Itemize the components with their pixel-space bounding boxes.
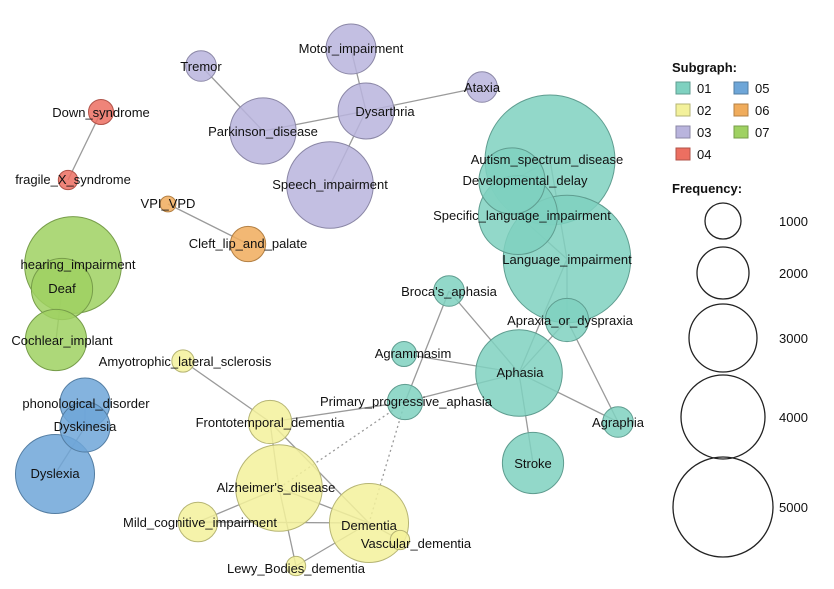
edge-broca-ppa [404, 290, 450, 403]
node-vascular[interactable] [389, 529, 411, 551]
node-label-vpi: VPI_VPD [141, 196, 196, 211]
frequency-circle-5000 [672, 456, 774, 558]
node-label-fragilex: fragile_X_syndrome [15, 172, 131, 187]
node-speech[interactable] [286, 141, 374, 229]
node-cochlear[interactable] [24, 308, 88, 372]
node-mci[interactable] [177, 501, 219, 543]
subgraph-legend-title: Subgraph: [672, 60, 737, 75]
subgraph-label-01: 01 [697, 81, 711, 96]
node-label-deaf: Deaf [48, 281, 76, 296]
subgraph-swatch-03 [675, 125, 691, 139]
node-label-devdelay: Developmental_delay [462, 173, 588, 188]
subgraph-label-05: 05 [755, 81, 769, 96]
node-cleft[interactable] [229, 225, 267, 263]
subgraph-swatch-07 [733, 125, 749, 139]
node-label-hearing: hearing_impairment [21, 257, 136, 272]
node-label-lewy: Lewy_Bodies_dementia [227, 561, 366, 576]
node-down[interactable] [88, 99, 114, 125]
edge-ppa-ad [278, 401, 406, 489]
node-label-als: Amyotrophic_lateral_sclerosis [99, 354, 272, 369]
legend: Subgraph: 01 02 03 04 05 06 07 Frequency: 1000… [672, 60, 808, 558]
subgraph-legend: 01 02 03 04 05 06 07 [675, 81, 769, 162]
node-broca[interactable] [433, 275, 465, 307]
frequency-circle-3000 [688, 303, 758, 373]
node-label-ataxia: Ataxia [464, 80, 501, 95]
subgraph-label-03: 03 [697, 125, 711, 140]
node-label-agraphia: Agraphia [592, 415, 645, 430]
node-ataxia[interactable] [466, 71, 498, 103]
node-devdelay[interactable] [478, 147, 546, 215]
node-label-dementia: Dementia [341, 518, 397, 533]
subgraph-swatch-06 [733, 103, 749, 117]
frequency-circle-2000 [696, 246, 750, 300]
node-agraphia[interactable] [602, 406, 634, 438]
node-label-parkinson: Parkinson_disease [208, 124, 318, 139]
node-label-ad: Alzheimer's_disease [217, 480, 336, 495]
node-label-ppa: Primary_progressive_aphasia [320, 394, 493, 409]
node-label-stroke: Stroke [514, 456, 552, 471]
node-label-cochlear: Cochlear_implant [11, 333, 113, 348]
nodes-layer [14, 23, 634, 577]
node-label-langimp: Language_impairment [502, 252, 632, 267]
node-label-aphasia: Aphasia [497, 365, 545, 380]
subgraph-swatch-01 [675, 81, 691, 95]
labels-layer: Tremor Motor_impairmentAtaxiaDysarthriaPa… [11, 41, 644, 576]
subgraph-label-06: 06 [755, 103, 769, 118]
node-lewy[interactable] [285, 555, 307, 577]
frequency-circle-4000 [680, 374, 766, 460]
frequency-label-3000: 3000 [779, 331, 808, 346]
node-label-speech: Speech_impairment [272, 177, 388, 192]
subgraph-swatch-05 [733, 81, 749, 95]
node-agrammatism[interactable] [391, 341, 417, 367]
node-label-vascular: Vascular_dementia [361, 536, 472, 551]
node-stroke[interactable] [501, 431, 565, 495]
node-dyskinesia[interactable] [59, 401, 111, 453]
frequency-label-2000: 2000 [779, 266, 808, 281]
node-tremor[interactable] [185, 50, 217, 82]
node-label-motor: Motor_impairment [299, 41, 404, 56]
node-label-sli: Specific_language_impairment [433, 208, 611, 223]
node-label-ftd: Frontotemporal_dementia [196, 415, 346, 430]
node-label-phono: phonological_disorder [22, 396, 150, 411]
node-ad[interactable] [235, 444, 323, 532]
node-label-dyslexia: Dyslexia [30, 466, 80, 481]
node-label-autism: Autism_spectrum_disease [471, 152, 623, 167]
subgraph-label-04: 04 [697, 147, 711, 162]
node-parkinson[interactable] [229, 97, 297, 165]
node-label-agrammatism: Agrammasim [375, 346, 452, 361]
node-motor[interactable] [325, 23, 377, 75]
node-label-down: Down_syndrome [52, 105, 150, 120]
node-label-apraxia: Apraxia_or_dyspraxia [507, 313, 634, 328]
node-apraxia[interactable] [544, 297, 590, 343]
frequency-legend: 1000 2000 3000 4000 5000 [672, 202, 808, 558]
node-dementia[interactable] [328, 482, 410, 564]
node-label-mci: Mild_cognitive_impairment [123, 515, 277, 530]
subgraph-swatch-04 [675, 147, 691, 161]
node-label-tremor: Tremor [180, 59, 222, 74]
frequency-circle-1000 [704, 202, 742, 240]
frequency-label-4000: 4000 [779, 410, 808, 425]
node-als[interactable] [171, 349, 195, 373]
node-aphasia[interactable] [475, 329, 563, 417]
subgraph-label-07: 07 [755, 125, 769, 140]
node-dyslexia[interactable] [14, 433, 96, 515]
node-fragilex[interactable] [57, 169, 79, 191]
frequency-legend-title: Frequency: [672, 181, 742, 196]
frequency-label-5000: 5000 [779, 500, 808, 515]
node-label-dyskinesia: Dyskinesia [54, 419, 118, 434]
node-label-dysarthria: Dysarthria [355, 104, 415, 119]
node-label-broca: Broca's_aphasia [401, 284, 497, 299]
node-ftd[interactable] [247, 399, 293, 445]
frequency-label-1000: 1000 [779, 214, 808, 229]
node-dysarthria[interactable] [337, 82, 395, 140]
node-label-cleft: Cleft_lip_and_palate [189, 236, 308, 251]
node-ppa[interactable] [386, 383, 424, 421]
edge-ppa-ftd [269, 401, 406, 423]
subgraph-label-02: 02 [697, 103, 711, 118]
subgraph-swatch-02 [675, 103, 691, 117]
node-vpi[interactable] [159, 195, 177, 213]
